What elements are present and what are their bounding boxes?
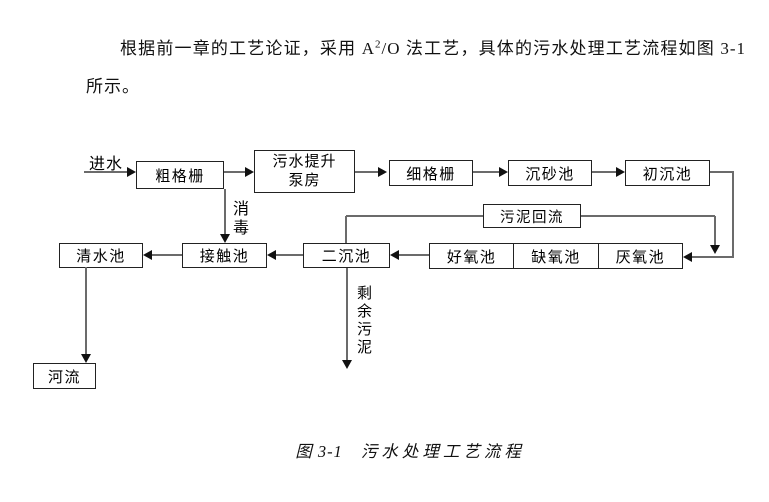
figure-number: 图 3-1 bbox=[295, 442, 343, 461]
edge-clear-to-river-line bbox=[85, 267, 87, 355]
inlet-water-label: 进水 bbox=[89, 156, 124, 173]
edge-grit-to-primary-arrowhead-icon bbox=[616, 167, 625, 177]
edge-into-anaerobic-arrowhead-icon bbox=[683, 252, 692, 262]
edge-sludge-return-down-line bbox=[714, 216, 716, 247]
node-pump-house-line1: 污水提升 bbox=[272, 153, 337, 170]
node-primary-clarifier: 初沉池 bbox=[625, 160, 710, 186]
edge-sludge-return-right-line bbox=[581, 215, 715, 217]
node-secondary-clarifier: 二沉池 bbox=[303, 243, 390, 268]
edge-primary-out-line bbox=[710, 171, 734, 173]
edge-coarse-to-pump-line bbox=[224, 171, 246, 173]
edge-aerobic-to-secondary-arrowhead-icon bbox=[390, 250, 399, 260]
edge-contact-to-clear-arrowhead-icon bbox=[143, 250, 152, 260]
edge-disinfection-line bbox=[224, 189, 226, 237]
edge-into-anaerobic-line bbox=[691, 256, 733, 258]
node-a2o-tanks: 好氧池 缺氧池 厌氧池 bbox=[429, 243, 683, 269]
edge-primary-down-line bbox=[732, 171, 734, 258]
edge-sludge-return-arrowhead-icon bbox=[710, 245, 720, 254]
edge-clear-to-river-arrowhead-icon bbox=[81, 354, 91, 363]
edge-pump-to-fine-line bbox=[355, 171, 378, 173]
edge-sludge-return-left-line bbox=[346, 215, 483, 217]
node-sludge-return: 污泥回流 bbox=[483, 204, 581, 228]
node-anaerobic-tank: 厌氧池 bbox=[615, 249, 666, 266]
intro-paragraph: 根据前一章的工艺论证，采用 A2/O 法工艺，具体的污水处理工艺流程如图 3-1… bbox=[86, 30, 746, 106]
disinfection-label: 消毒 bbox=[230, 200, 247, 238]
edge-secondary-to-contact-arrowhead-icon bbox=[267, 250, 276, 260]
figure-caption: 图 3-1 污水处理工艺流程 bbox=[130, 438, 690, 462]
edge-excess-sludge-arrowhead-icon bbox=[342, 360, 352, 369]
node-aerobic-tank: 好氧池 bbox=[430, 244, 515, 268]
edge-coarse-to-pump-arrowhead-icon bbox=[245, 167, 254, 177]
edge-disinfection-arrowhead-icon bbox=[220, 234, 230, 243]
node-pump-house: 污水提升 泵房 bbox=[254, 150, 355, 193]
edge-fine-to-grit-line bbox=[473, 171, 500, 173]
node-contact-tank: 接触池 bbox=[182, 243, 267, 268]
excess-sludge-label: 剩余污泥 bbox=[355, 285, 371, 357]
superscript-2: 2 bbox=[375, 38, 382, 51]
node-fine-screen: 细格栅 bbox=[389, 160, 473, 186]
edge-fine-to-grit-arrowhead-icon bbox=[499, 167, 508, 177]
figure-title: 污水处理工艺流程 bbox=[360, 442, 525, 461]
edge-excess-sludge-line bbox=[346, 268, 348, 360]
node-river: 河流 bbox=[33, 363, 96, 389]
edge-secondary-to-contact-line bbox=[276, 254, 303, 256]
node-grit-chamber: 沉砂池 bbox=[508, 160, 592, 186]
edge-inlet-arrowhead-icon bbox=[127, 167, 136, 177]
node-anoxic-tank: 缺氧池 bbox=[514, 244, 599, 268]
edge-aerobic-to-secondary-line bbox=[399, 254, 429, 256]
edge-grit-to-primary-line bbox=[592, 171, 617, 173]
node-pump-house-line2: 泵房 bbox=[288, 172, 321, 189]
paragraph-line1-pre: 根据前一章的工艺论证，采用 A bbox=[120, 39, 375, 58]
edge-pump-to-fine-arrowhead-icon bbox=[378, 167, 387, 177]
edge-sludge-return-from-secondary-line bbox=[345, 216, 347, 243]
edge-contact-to-clear-line bbox=[152, 254, 182, 256]
paragraph-line1-post: /O 法工艺，具体的污水处理工艺流程如图 3-1 bbox=[381, 39, 746, 58]
node-clear-water-tank: 清水池 bbox=[59, 243, 143, 268]
node-coarse-screen: 粗格栅 bbox=[136, 161, 224, 189]
paragraph-line2: 所示。 bbox=[86, 77, 140, 96]
paragraph-line1: 根据前一章的工艺论证，采用 A2/O 法工艺，具体的污水处理工艺流程如图 3-1 bbox=[86, 30, 746, 68]
edge-inlet-line bbox=[84, 171, 128, 173]
